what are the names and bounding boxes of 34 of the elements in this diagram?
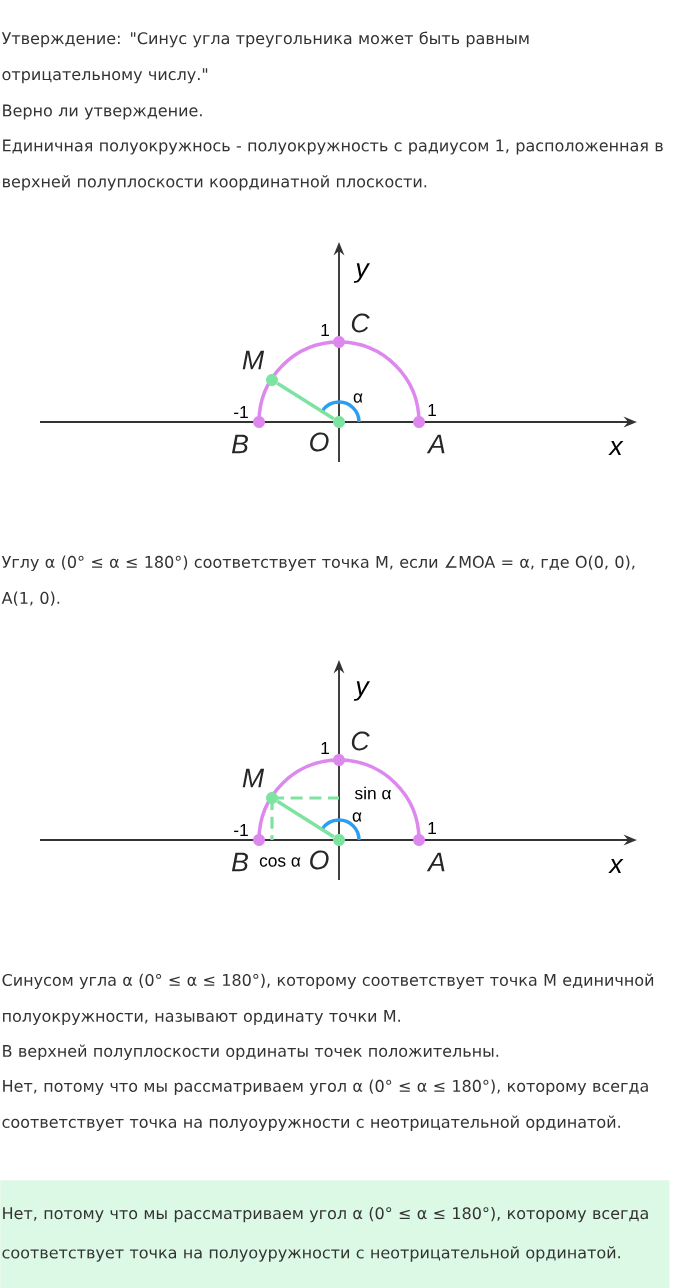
- tick-label: cos α: [259, 857, 301, 867]
- answer-box: Нет, потому что мы рассматриваем угол α (0° ≤ α ≤ 180°), которому всегда соответствует точка на полуоуружности с неотрицательной ординатой.: [0, 1180, 670, 1288]
- point-label: O: [310, 432, 329, 452]
- paragraph: Верно ли утверждение.: [3, 104, 202, 120]
- point-label: M: [242, 350, 265, 370]
- tick-label: α: [353, 393, 363, 403]
- point-label: A: [426, 852, 445, 872]
- point-label: B: [231, 434, 248, 454]
- paragraph: Синусом угла α (0° ≤ α ≤ 180°), которому соответствует точка M единичной полуокружности, называют ординату точки M.: [2, 973, 654, 1026]
- radius-segment: [276, 799, 335, 839]
- point-label: C: [351, 731, 370, 751]
- radius-segment: [276, 381, 335, 421]
- tick-label: 1: [321, 742, 329, 754]
- paragraph: В верхней полуплоскости ординаты точек положительны.: [3, 1044, 499, 1061]
- paragraph: Нет, потому что мы рассматриваем угол α (0° ≤ α ≤ 180°), которому всегда соответствует точка на полуоуружности с неотрицательной ординатой.: [2, 1079, 648, 1132]
- tick-label: -1: [234, 406, 248, 418]
- tick-label: 1: [321, 324, 329, 336]
- axis-label: x: [608, 440, 624, 456]
- tick-label: -1: [234, 824, 248, 836]
- point-label: O: [310, 850, 329, 870]
- axis-label: x: [608, 858, 624, 874]
- paragraph: Углу α (0° ≤ α ≤ 180°) соответствует точка M, если ∠MOA = α, где O(0, 0), A(1, 0).: [1, 555, 635, 606]
- point-label: M: [242, 768, 265, 788]
- axis-label: y: [353, 263, 370, 283]
- tick-label: α: [352, 812, 362, 822]
- tick-label: sin α: [355, 786, 391, 800]
- paragraph: Утверждение: "Синус угла треугольника может быть равным отрицательному числу.": [1, 31, 529, 84]
- tick-label: 1: [428, 404, 436, 416]
- point-label: C: [351, 313, 370, 333]
- tick-label: 1: [428, 822, 436, 834]
- point-label: B: [231, 852, 248, 872]
- axis-label: y: [353, 681, 370, 701]
- paragraph: Единичная полуокружнось - полуокружность с радиусом 1, расположенная в верхней полуплоскости координатной плоскости.: [3, 139, 663, 191]
- point-label: A: [426, 434, 445, 454]
